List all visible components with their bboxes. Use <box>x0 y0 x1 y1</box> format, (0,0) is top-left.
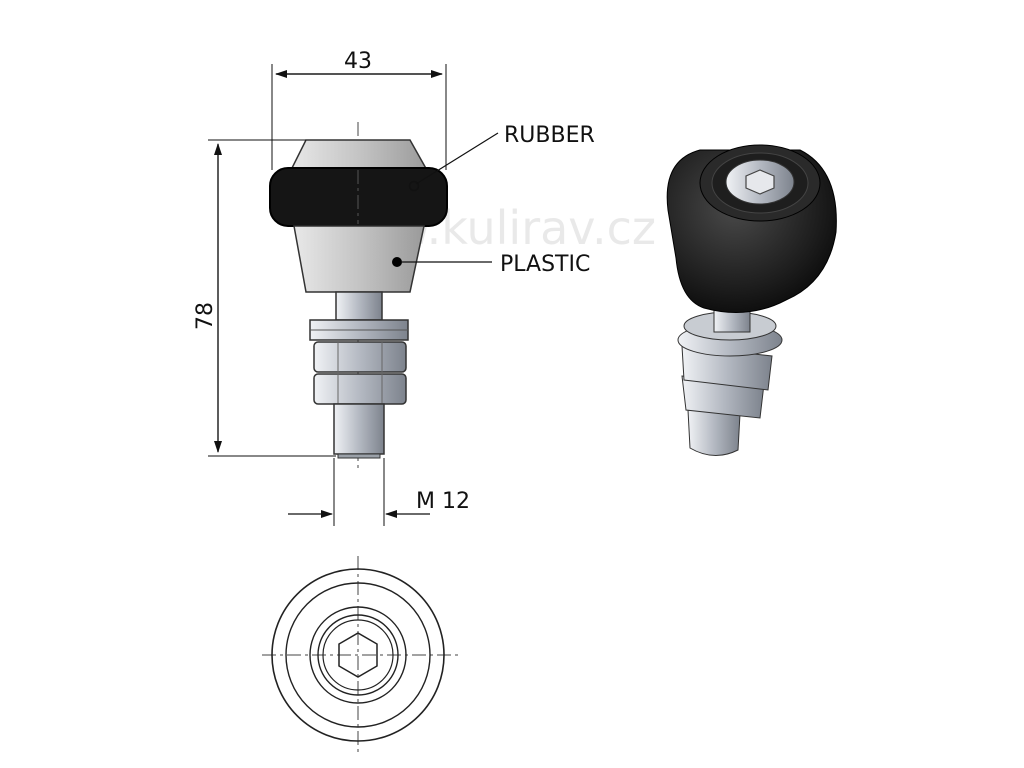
threaded-shaft <box>333 403 385 455</box>
rubber-leader <box>415 132 499 185</box>
bolt-neck <box>335 291 383 321</box>
nut-lower <box>313 373 407 405</box>
dim-height-text: 78 <box>193 302 218 330</box>
render-3d-view <box>666 144 837 456</box>
top-view <box>262 556 458 752</box>
plastic-callout-dot <box>392 257 402 267</box>
rubber-label: RUBBER <box>504 123 595 148</box>
nut-upper <box>313 341 407 373</box>
plastic-label: PLASTIC <box>500 252 590 277</box>
hex-socket-3d <box>745 169 775 195</box>
dim-width-text: 43 <box>344 49 372 74</box>
hex-socket <box>338 632 378 678</box>
dimensions <box>208 64 447 526</box>
side-view <box>269 122 499 470</box>
rubber-callout-dot <box>408 180 420 192</box>
dim-thread-text: M 12 <box>416 489 470 514</box>
plastic-body <box>293 225 425 293</box>
